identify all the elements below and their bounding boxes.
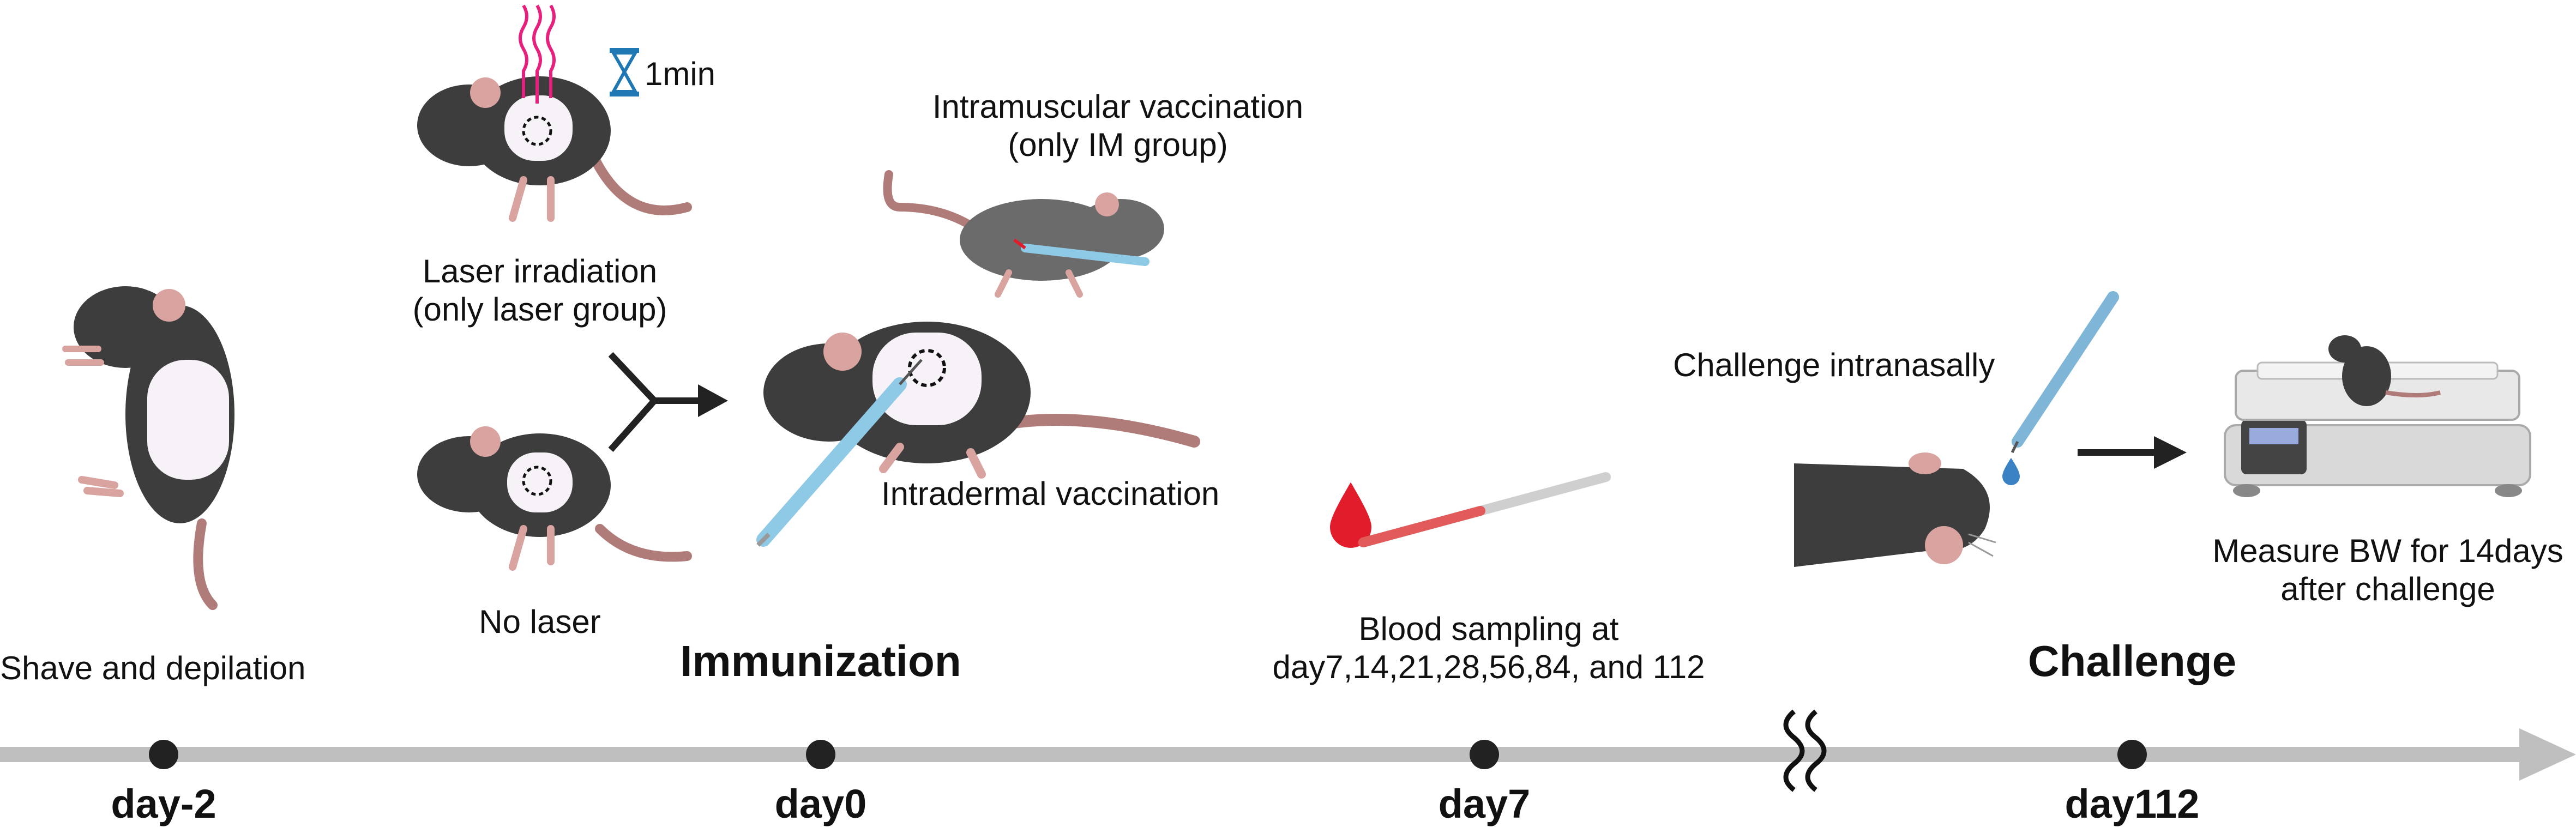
tick-label-day0: day0 — [774, 781, 867, 826]
id-label: Intradermal vaccination — [881, 475, 1220, 512]
intradermal-syringe-icon — [756, 359, 923, 547]
no-laser-mouse-icon — [417, 426, 692, 571]
weighed-mouse-icon — [2328, 335, 2441, 406]
timeline-arrowhead — [2519, 728, 2576, 781]
laser-label-line1: Laser irradiation — [422, 253, 658, 289]
timeline-bar — [0, 747, 2530, 762]
challenge-mouse-icon — [1794, 452, 1996, 567]
im-label-line2: (only IM group) — [1008, 126, 1228, 163]
right-arrow-icon — [2078, 436, 2187, 469]
timeline-dot-day112 — [2117, 740, 2147, 769]
laser-beam-icon — [519, 4, 556, 104]
tick-label-day-2: day-2 — [111, 781, 216, 826]
blood-drop-icon — [1330, 482, 1371, 548]
timeline-dot-day0 — [806, 740, 835, 769]
phase-immunization: Immunization — [680, 637, 961, 685]
hourglass-icon — [610, 48, 639, 96]
intramuscular-mouse-icon — [883, 170, 1164, 298]
phase-challenge: Challenge — [2027, 637, 2237, 685]
laser-duration-label: 1min — [645, 56, 716, 92]
timeline-break-icon — [1783, 709, 1827, 792]
blood-label-line1: Blood sampling at — [1358, 611, 1619, 647]
timeline — [0, 709, 2576, 792]
timeline-dot-day7 — [1470, 740, 1499, 769]
laser-label-line2: (only laser group) — [412, 291, 667, 328]
merge-arrow-icon — [608, 352, 728, 452]
shave-label: Shave and depilation — [0, 650, 306, 686]
intradermal-mouse-icon — [763, 322, 1200, 479]
blood-label-line2: day7,14,21,28,56,84, and 112 — [1272, 649, 1705, 685]
tick-label-day112: day112 — [2065, 781, 2200, 826]
timeline-dot-day-2 — [149, 740, 178, 769]
capillary-tube-icon — [1358, 472, 1611, 547]
tick-label-day7: day7 — [1438, 781, 1531, 826]
challenge-intranasal-label: Challenge intranasally — [1673, 347, 1995, 383]
challenge-pipette-icon — [2002, 291, 2119, 485]
measure-label-line1: Measure BW for 14days — [2212, 533, 2563, 569]
no-laser-label: No laser — [479, 603, 601, 640]
shaved-mouse-icon — [62, 286, 234, 610]
laser-mouse-icon — [417, 76, 692, 222]
measure-label-line2: after challenge — [2280, 571, 2495, 607]
im-label-line1: Intramuscular vaccination — [932, 88, 1304, 125]
